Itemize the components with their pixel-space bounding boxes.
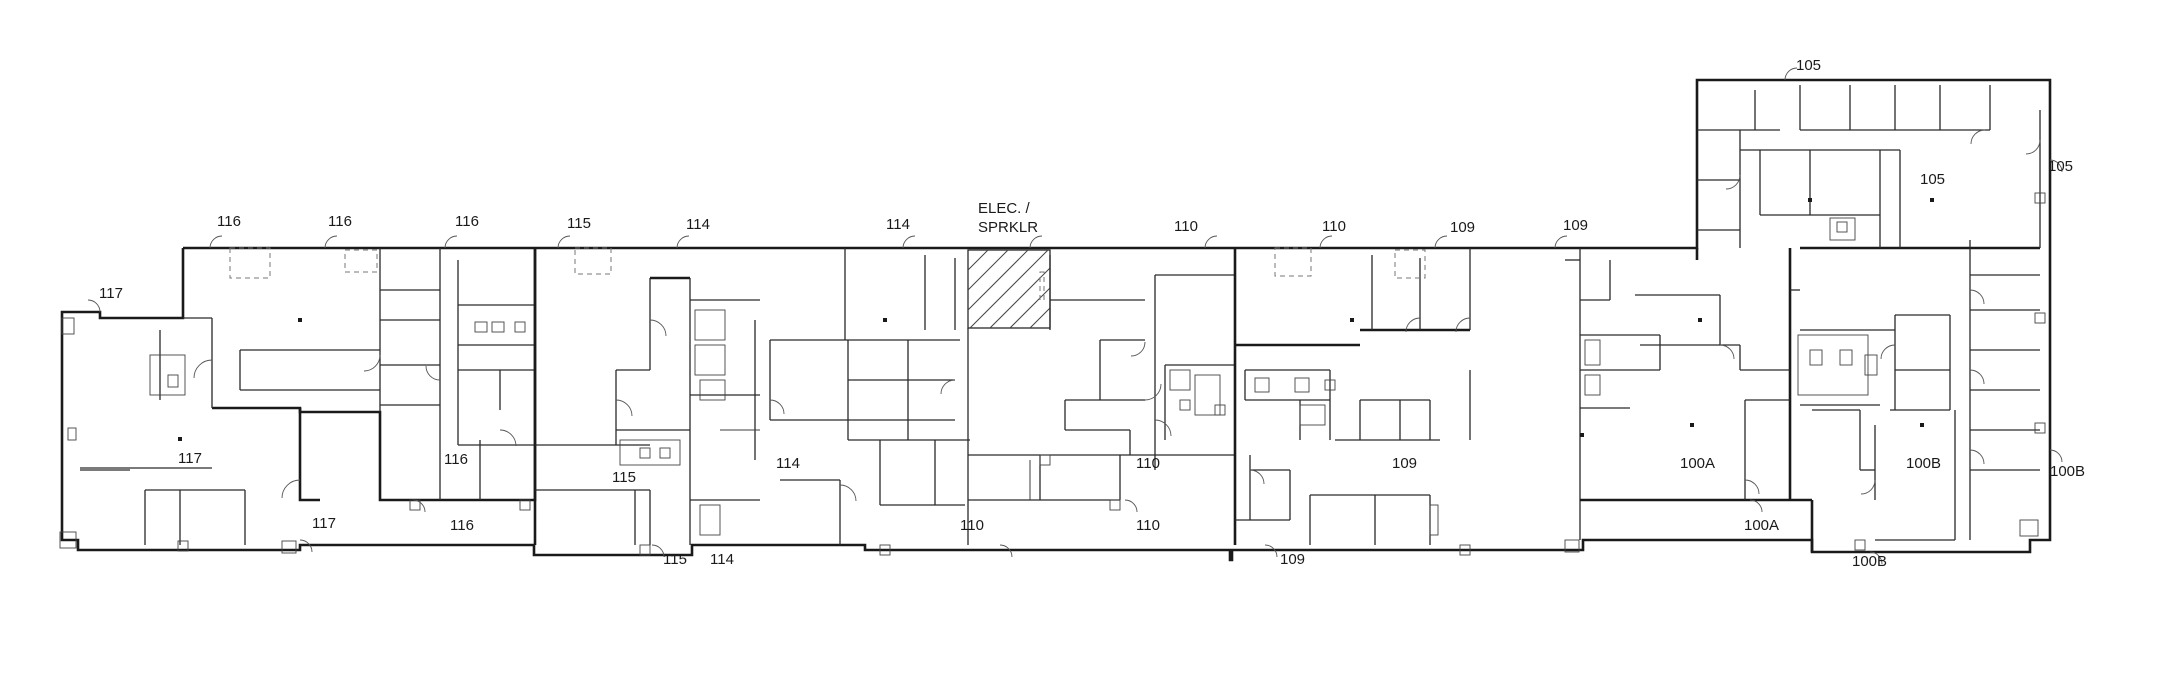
label-114-top-b: 114 xyxy=(886,216,910,233)
label-110-inside: 110 xyxy=(1136,455,1160,472)
label-116-inside: 116 xyxy=(444,451,468,468)
space-labels: 117 116 116 116 115 114 114 ELEC. / SPRK… xyxy=(99,57,2085,570)
label-117-top: 117 xyxy=(99,285,123,302)
label-116-top-c: 116 xyxy=(455,213,479,230)
label-109-inside: 109 xyxy=(1392,455,1417,472)
entry-doors xyxy=(59,67,2063,565)
suite-117 xyxy=(67,317,320,554)
label-105-inside: 105 xyxy=(1920,171,1945,188)
label-110-bottom-a: 110 xyxy=(960,517,984,534)
suite-100b xyxy=(1790,240,2046,552)
label-109-top-a: 109 xyxy=(1450,219,1475,236)
label-100b-bottom: 100B xyxy=(1852,553,1887,570)
label-100b-right: 100B xyxy=(2050,463,2085,480)
label-116-top-b: 116 xyxy=(328,213,352,230)
label-100a-bottom: 100A xyxy=(1744,517,1779,534)
label-114-top-a: 114 xyxy=(686,216,710,233)
suite-116 xyxy=(229,247,537,511)
suite-110 xyxy=(968,248,1236,511)
suite-100a xyxy=(1580,248,1812,502)
label-sprklr: SPRKLR xyxy=(978,219,1038,236)
label-105-right: 105 xyxy=(2048,158,2073,175)
label-110-top-a: 110 xyxy=(1174,218,1198,235)
label-116-top-a: 116 xyxy=(217,213,241,230)
label-114-bottom: 114 xyxy=(710,551,734,568)
label-114-inside: 114 xyxy=(776,455,800,472)
label-110-top-b: 110 xyxy=(1322,218,1346,235)
label-115-inside: 115 xyxy=(612,469,636,486)
suite-114 xyxy=(690,248,970,556)
building-shell xyxy=(60,78,2052,562)
label-110-bottom-b: 110 xyxy=(1136,517,1160,534)
label-117-inside: 117 xyxy=(178,450,202,467)
label-115-top: 115 xyxy=(567,215,591,232)
label-115-bottom: 115 xyxy=(663,551,687,568)
label-elec: ELEC. / xyxy=(978,200,1031,217)
electrical-sprinkler-room xyxy=(967,249,1051,545)
suite-115 xyxy=(533,247,691,556)
label-100a-inside: 100A xyxy=(1680,455,1715,472)
label-100b-inside: 100B xyxy=(1906,455,1941,472)
label-105-top: 105 xyxy=(1796,57,1821,74)
suite-109 xyxy=(1233,247,1581,556)
label-117-bottom: 117 xyxy=(312,515,336,532)
label-109-bottom: 109 xyxy=(1280,551,1305,568)
label-116-bottom: 116 xyxy=(450,517,474,534)
label-109-top-b: 109 xyxy=(1563,217,1588,234)
suite-105 xyxy=(1697,85,2046,248)
